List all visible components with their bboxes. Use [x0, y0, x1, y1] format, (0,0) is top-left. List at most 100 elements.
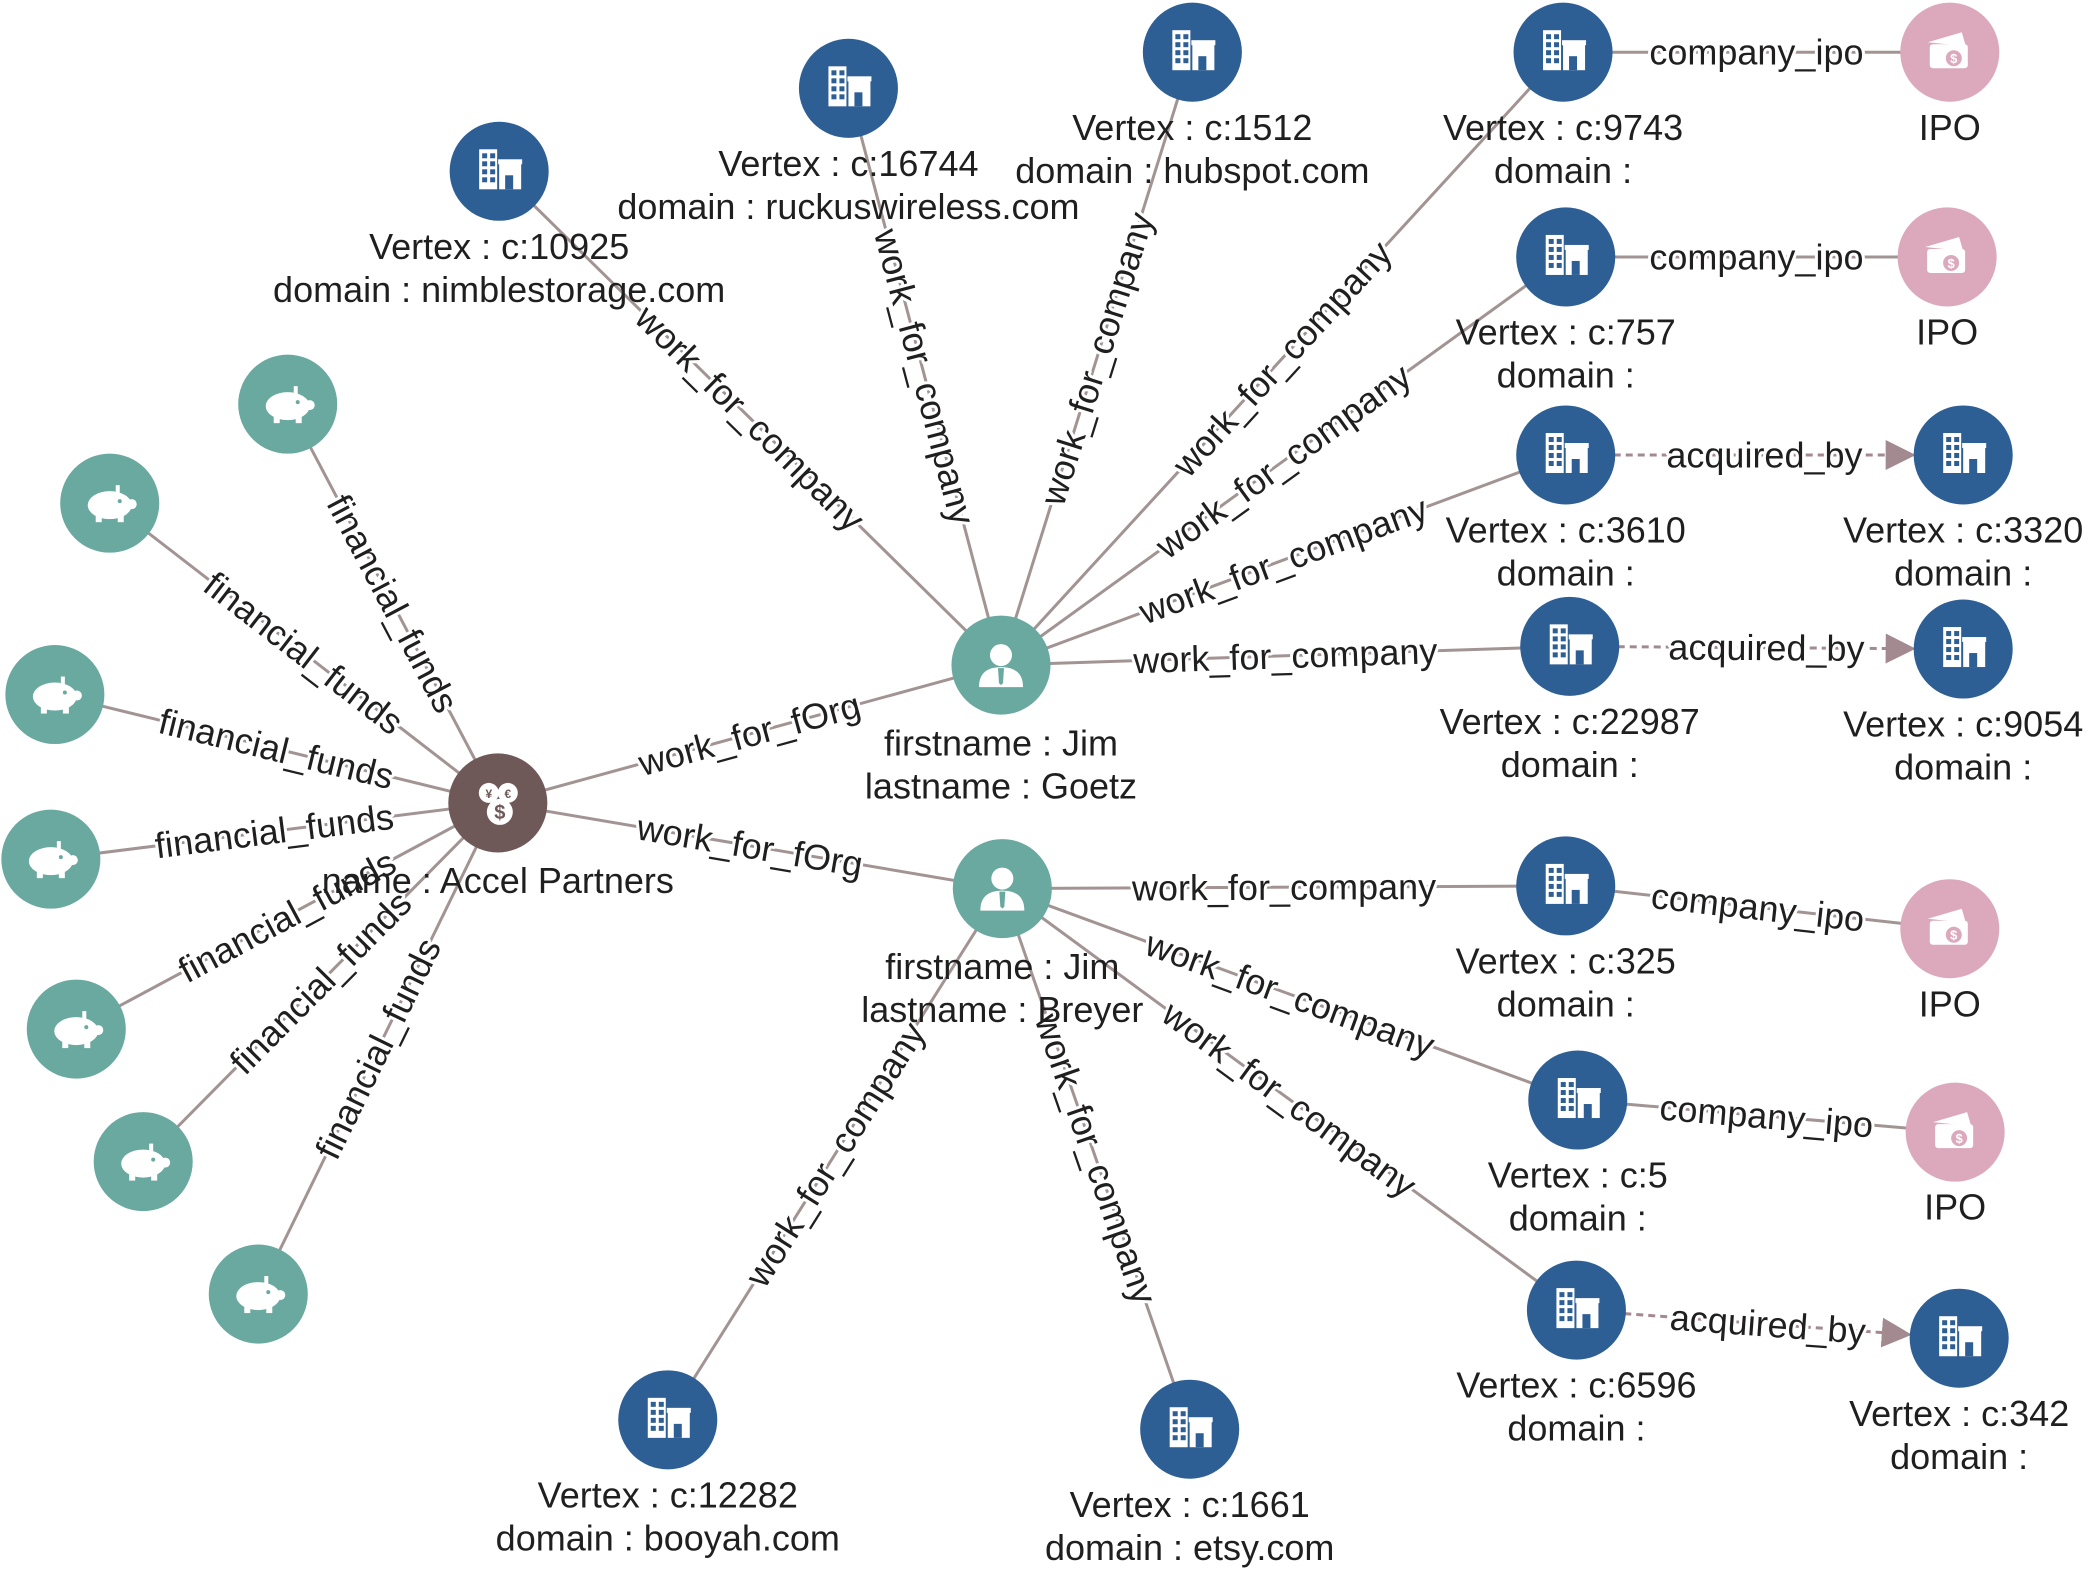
credit-card-dollar-icon: $ — [1927, 32, 1968, 69]
node-label: domain : booyah.com — [496, 1517, 840, 1558]
node-label: Vertex : c:1512 — [1072, 107, 1312, 148]
node-label: IPO — [1924, 1187, 1986, 1228]
edge-line — [999, 51, 1194, 666]
ipo-node-ipo1[interactable]: $IPO — [1900, 2, 2000, 148]
node-label: name : Accel Partners — [322, 860, 674, 901]
edge-line — [1001, 887, 1579, 1102]
svg-text:€: € — [504, 787, 511, 801]
node-label: Vertex : c:9743 — [1443, 107, 1683, 148]
node-label: Vertex : c:325 — [1456, 941, 1676, 982]
node-label: Vertex : c:1661 — [1070, 1484, 1310, 1525]
edge-line — [1577, 1098, 1956, 1134]
svg-text:$: $ — [1950, 928, 1958, 943]
node-label: domain : — [1890, 1436, 2028, 1477]
investor-node-inv3[interactable] — [5, 645, 105, 745]
edge-label: company_ipo — [1649, 875, 1866, 939]
edge-financial-funds[interactable]: financial_funds — [50, 793, 499, 869]
piggy-bank-icon — [265, 386, 315, 424]
edge-line — [286, 403, 500, 804]
piggy-bank-icon — [32, 676, 82, 714]
edge-line — [1002, 884, 1566, 891]
building-icon — [828, 66, 872, 107]
org-node-accel[interactable]: $¥ € name : Accel Partners — [322, 753, 674, 901]
investor-node-inv7[interactable] — [208, 1244, 308, 1344]
ipo-node-ipo4[interactable]: $IPO — [1905, 1082, 2005, 1228]
edge-company-ipo[interactable]: company_ipo — [1565, 233, 1948, 280]
investor-node-inv6[interactable] — [93, 1112, 193, 1212]
edge-label: company_ipo — [1649, 236, 1863, 277]
edge-line — [50, 801, 499, 861]
edge-line — [1000, 255, 1567, 667]
edge-line — [666, 887, 1004, 1421]
svg-text:¥: ¥ — [485, 787, 492, 801]
edge-line — [1000, 644, 1570, 667]
node-label: domain : — [1497, 355, 1635, 396]
edge-label: company_ipo — [1649, 32, 1863, 73]
ipo-node-ipo3[interactable]: $ IPO — [1900, 879, 2000, 1024]
edge-work-for-company[interactable]: work_for_company — [1000, 627, 1570, 684]
investor-node-inv5[interactable] — [26, 979, 126, 1079]
edge-label: work_for_company — [1031, 207, 1161, 510]
svg-text:$: $ — [494, 802, 505, 824]
edge-line — [142, 801, 499, 1163]
piggy-bank-icon — [54, 1011, 104, 1049]
investor-node-inv2[interactable] — [60, 453, 160, 553]
node-label: domain : — [1494, 150, 1632, 191]
edge-line — [498, 170, 1003, 667]
edge-company-ipo[interactable]: company_ipo — [1565, 872, 1950, 943]
node-label: lastname : Breyer — [861, 989, 1143, 1030]
edge-line — [1565, 884, 1950, 931]
edge-acquired-by[interactable]: acquired_by — [1576, 1294, 1912, 1355]
node-label: Vertex : c:6596 — [1456, 1365, 1696, 1406]
node-label: domain : ruckuswireless.com — [617, 186, 1079, 227]
building-icon — [1939, 1316, 1983, 1357]
building-icon — [1943, 627, 1987, 668]
edge-label: acquired_by — [1668, 627, 1864, 669]
edge-work-for-company[interactable]: work_for_company — [1002, 863, 1566, 911]
node-label: Vertex : c:9054 — [1843, 704, 2083, 745]
edge-label: work_for_company — [866, 223, 984, 528]
ipo-node-ipo2[interactable]: $IPO — [1897, 207, 1997, 353]
edge-label: acquired_by — [1668, 1297, 1867, 1352]
building-icon — [1557, 1078, 1601, 1119]
svg-text:$: $ — [1948, 256, 1956, 271]
node-circle — [1913, 599, 2013, 699]
node-label: Vertex : c:22987 — [1440, 701, 1700, 742]
node-circle — [1909, 1288, 2009, 1388]
building-icon — [479, 149, 523, 190]
edge-work-for-company[interactable]: work_for_company — [1000, 453, 1567, 667]
node-label: Vertex : c:5 — [1488, 1155, 1668, 1196]
node-label: Vertex : c:16744 — [718, 143, 978, 184]
node-label: Vertex : c:342 — [1849, 1393, 2069, 1434]
edge-acquired-by[interactable]: acquired_by — [1565, 431, 1916, 478]
building-icon — [1545, 432, 1589, 473]
edge-company-ipo[interactable]: company_ipo — [1577, 1084, 1956, 1149]
node-label: IPO — [1919, 983, 1981, 1024]
edge-company-ipo[interactable]: company_ipo — [1563, 29, 1950, 76]
investor-node-inv4[interactable] — [1, 809, 101, 909]
node-label: domain : hubspot.com — [1015, 150, 1369, 191]
investor-node-inv1[interactable] — [238, 354, 338, 454]
edge-line — [1001, 887, 1578, 1312]
edge-acquired-by[interactable]: acquired_by — [1569, 624, 1916, 672]
node-circle — [1913, 405, 2013, 505]
